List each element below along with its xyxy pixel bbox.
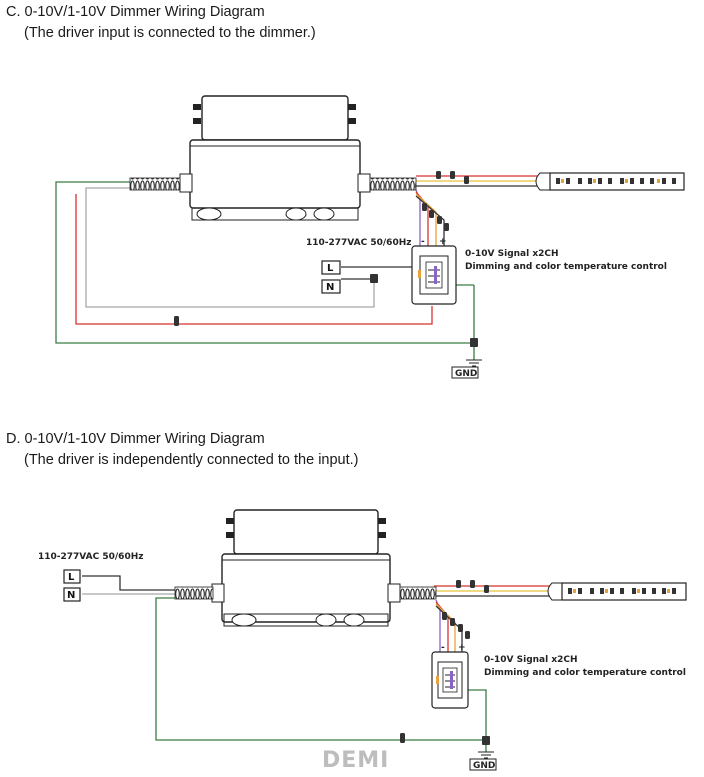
- c-ground-wire: [55, 181, 475, 360]
- c-left-cable-coil: [129, 177, 181, 191]
- d-minus-label: -: [441, 643, 445, 653]
- c-gnd-label: GND: [455, 369, 477, 379]
- d-gnd-box: [469, 758, 497, 771]
- c-dimmer: [411, 245, 457, 305]
- section-c-subheading: (The driver input is connected to the di…: [24, 25, 316, 41]
- section-d-heading: D. 0-10V/1-10V Dimmer Wiring Diagram: [6, 431, 265, 447]
- d-line-wire: [82, 575, 175, 591]
- c-led-driver: [179, 95, 371, 221]
- c-terminal-n-box: [321, 279, 341, 294]
- c-right-cable-coil: [369, 177, 417, 191]
- d-right-cable-coil: [399, 586, 437, 600]
- d-gnd-label: GND: [473, 761, 495, 771]
- c-led-strip: [535, 172, 685, 191]
- c-signal-title: 0-10V Signal x2CH: [465, 249, 559, 259]
- d-terminal-n: N: [67, 590, 75, 601]
- diagram-d: - + L N GND 110-277VAC 50/60Hz 0-10V Sig…: [38, 509, 687, 771]
- c-gray-wire: [85, 187, 375, 308]
- section-c-heading: C. 0-10V/1-10V Dimmer Wiring Diagram: [6, 4, 265, 20]
- section-d-subheading: (The driver is independently connected t…: [24, 452, 359, 468]
- c-wire-nuts: [174, 171, 478, 347]
- d-wire-nuts: [400, 580, 490, 745]
- c-terminal-n: N: [326, 282, 334, 293]
- d-led-strip: [547, 582, 687, 601]
- d-dimmer: [431, 651, 469, 709]
- d-dim-orange: [435, 603, 456, 652]
- c-signal-desc: Dimming and color temperature control: [465, 262, 667, 272]
- d-terminal-n-box: [63, 587, 81, 602]
- d-ground-symbol: [478, 751, 494, 759]
- c-minus-label: -: [421, 237, 425, 247]
- c-red-wire: [75, 194, 433, 325]
- c-terminal-l: L: [327, 263, 334, 274]
- d-input-voltage: 110-277VAC 50/60Hz: [38, 552, 143, 562]
- d-led-driver: [211, 509, 401, 627]
- d-terminal-l-box: [63, 569, 81, 584]
- diagram-c: - + L N GND 110-277VAC 50/60Hz 0-10V Sig…: [55, 95, 685, 379]
- c-ground-symbol: [466, 359, 482, 367]
- c-input-voltage: 110-277VAC 50/60Hz: [306, 238, 411, 248]
- watermark-text: DEMI: [322, 748, 390, 773]
- c-plus-label: +: [439, 237, 447, 247]
- d-signal-desc: Dimming and color temperature control: [484, 668, 686, 678]
- d-dimmer-gnd: [468, 689, 487, 740]
- d-signal-title: 0-10V Signal x2CH: [484, 655, 578, 665]
- c-gnd-box: [451, 366, 479, 379]
- c-terminal-l-box: [321, 260, 341, 275]
- c-dim-orange: [415, 193, 437, 246]
- d-terminal-l: L: [68, 572, 75, 583]
- d-left-cable-coil: [174, 586, 214, 600]
- d-plus-label: +: [458, 643, 466, 653]
